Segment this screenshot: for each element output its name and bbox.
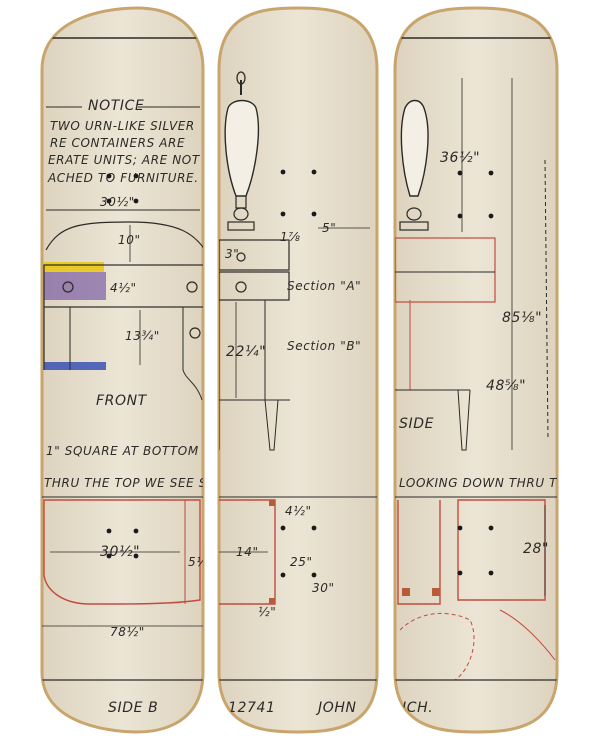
- dim-13-3-4: 13¾": [125, 329, 160, 343]
- dim-10: 10": [118, 233, 141, 247]
- dim-plan-25: 25": [290, 555, 313, 569]
- dim-48-5-8: 48⅝": [486, 378, 526, 394]
- notice-line-2: RE CONTAINERS ARE: [50, 136, 185, 150]
- deck-center: 3" 22¼" 1⅞ 5" Section "A" Section "B" 14…: [217, 6, 379, 734]
- dim-plan-half: ½": [258, 605, 276, 619]
- deck-left: NOTICE TWO URN-LIKE SILVER RE CONTAINERS…: [40, 6, 281, 734]
- thru-top-right: LOOKING DOWN THRU THE TOP: [399, 476, 600, 490]
- notice-title: NOTICE: [88, 98, 144, 114]
- front-label: FRONT: [96, 393, 148, 409]
- plan-view-right: 28": [397, 499, 556, 681]
- truck-holes-bottom: [280, 525, 317, 578]
- dim-4-half: 4½": [110, 281, 137, 295]
- section-b: Section "B": [287, 339, 361, 353]
- dim-3: 3": [225, 247, 239, 261]
- footer-ich: ICH.: [402, 700, 433, 716]
- footer-side-b: SIDE B: [108, 700, 158, 716]
- dim-1-7-8: 1⅞: [280, 230, 300, 244]
- footer-john: JOHN: [315, 700, 357, 716]
- urn-drawing: [224, 71, 260, 231]
- truck-holes-top: [106, 173, 139, 204]
- dim-22-1-4: 22¼": [226, 344, 266, 360]
- thru-top-left: THRU THE TOP WE SEE SECTION "A": [44, 476, 281, 490]
- notice-line-4: ACHED TO FURNITURE.: [47, 171, 199, 185]
- notice-line-1: TWO URN-LIKE SILVER: [50, 119, 195, 133]
- dim-36-half: 36½": [440, 150, 480, 166]
- footer-number: 12741: [228, 700, 276, 716]
- dim-plan-14: 14": [236, 545, 259, 559]
- section-a: Section "A": [287, 279, 361, 293]
- dim-plan-28: 28": [523, 541, 549, 557]
- plan-view-center: 14" 4½" 25" 30" ½": [219, 499, 335, 619]
- truck-holes-bottom: [457, 525, 494, 576]
- dim-plan-4-half: 4½": [285, 504, 312, 518]
- front-elevation: 30½" 10" 4½" 13¾" FRONT 1" SQUARE: [43, 195, 203, 458]
- deck-right: 36½" 85⅛" 48⅝" SIDE LOOKING DOWN THRU TH…: [393, 6, 600, 734]
- dim-plan-78-half: 78½": [110, 625, 145, 639]
- dim-plan-5-half: 5½": [188, 555, 215, 569]
- notice-line-3: ERATE UNITS; ARE NOT: [48, 153, 201, 167]
- side-label: SIDE: [399, 416, 434, 432]
- dim-top-width: 30½": [100, 195, 135, 209]
- notice-block: NOTICE TWO URN-LIKE SILVER RE CONTAINERS…: [46, 98, 201, 185]
- dim-plan-30: 30": [312, 581, 335, 595]
- truck-holes-top: [280, 169, 317, 217]
- truck-holes-bottom: [106, 528, 139, 559]
- urn-drawing-side: [399, 99, 429, 231]
- square-note: 1" SQUARE AT BOTTOM: [46, 444, 199, 458]
- dim-85-1-8: 85⅛": [502, 310, 542, 326]
- truck-holes-top: [457, 170, 494, 219]
- dim-plan-30-half: 30½": [100, 544, 140, 560]
